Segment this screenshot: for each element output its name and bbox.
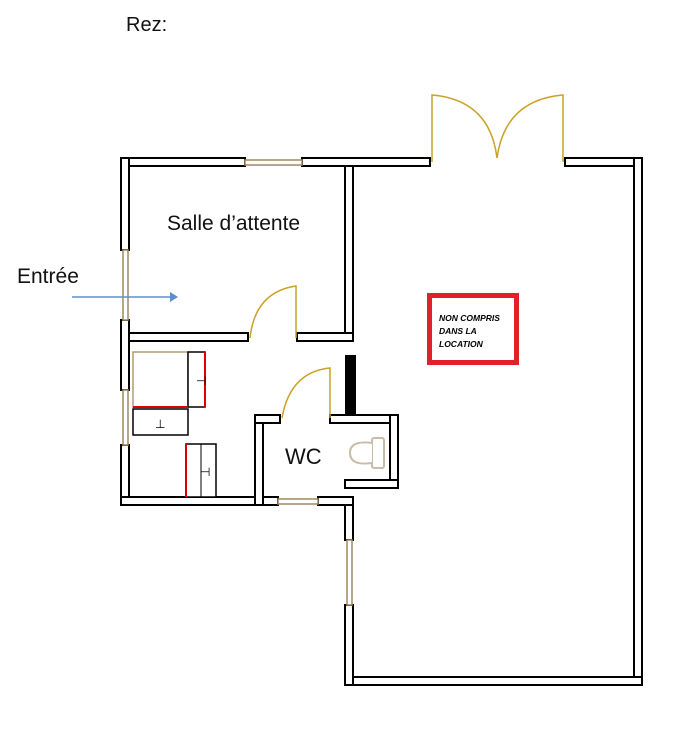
floor-title: Rez: [126, 14, 168, 36]
room-label-waiting-room: Salle d’attente [167, 212, 301, 235]
svg-text:⊣: ⊣ [196, 374, 206, 388]
furniture: ⊣ ⊥ ⊣ [132, 351, 385, 498]
not-included-notice: NON COMPRIS DANS LA LOCATION [427, 293, 519, 365]
room-label-entrance: Entrée [17, 265, 79, 288]
black-wall-segment [345, 355, 356, 415]
notice-text: NON COMPRIS DANS LA LOCATION [439, 313, 500, 349]
entrance-arrow [72, 292, 178, 302]
sink [132, 408, 189, 436]
doors [249, 94, 564, 419]
svg-text:⊣: ⊣ [200, 465, 210, 479]
bed [132, 351, 189, 408]
toilet-icon [348, 437, 385, 469]
windows [122, 159, 353, 606]
walls [120, 157, 643, 686]
svg-text:⊥: ⊥ [155, 417, 165, 431]
room-label-wc: WC [285, 444, 322, 469]
